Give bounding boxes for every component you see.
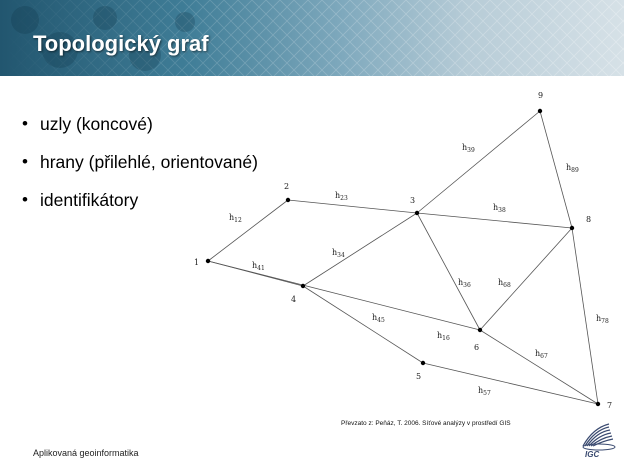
edge-label: h39 [462, 143, 475, 154]
edge-label: h38 [493, 203, 506, 214]
bullet-text: identifikátory [40, 190, 139, 210]
node-label: 5 [416, 372, 421, 381]
bullet-text: hrany (přilehlé, orientované) [40, 152, 258, 172]
slide-title: Topologický graf [33, 31, 209, 56]
graph-edge-h45 [302, 285, 424, 364]
edge-label: h36 [458, 278, 471, 289]
graph-node-9 [537, 108, 543, 114]
bullet-item: • hrany (přilehlé, orientované) [18, 150, 258, 188]
graph-node-7 [595, 401, 601, 407]
graph-node-1 [205, 258, 211, 264]
bullet-item: • identifikátory [18, 188, 258, 226]
header-decoration [0, 0, 624, 76]
graph-node-8 [569, 225, 575, 231]
node-label: 1 [194, 258, 199, 267]
graph-edge-h16 [207, 260, 481, 331]
graph-edge-h89 [539, 110, 573, 229]
node-label: 6 [474, 343, 479, 352]
graph-edge-h36 [416, 212, 481, 331]
bullet-icon: • [22, 114, 28, 133]
graph-edge-h78 [571, 227, 599, 405]
edge-label: h67 [535, 349, 548, 360]
logo-text: IGC [585, 450, 600, 459]
bullet-icon: • [22, 152, 28, 171]
edge-label: h89 [566, 163, 579, 174]
graph-edge-h67 [479, 329, 599, 405]
bullet-list: • uzly (koncové) • hrany (přilehlé, orient… [18, 112, 258, 226]
graph-node-5 [420, 360, 426, 366]
graph-edge-h38 [416, 212, 573, 229]
graph-edge-h68 [479, 227, 573, 331]
graph-node-6 [477, 327, 483, 333]
edge-label: h68 [498, 278, 511, 289]
edge-label: h57 [478, 386, 491, 397]
bullet-icon: • [22, 190, 28, 209]
edge-label: h41 [252, 261, 265, 272]
edge-label: h34 [332, 248, 345, 259]
graph-edge-h39 [416, 110, 541, 214]
topology-graph: h12 h23 h38 h39 h89 h41 h34 h45 h36 h68 h16 h67 h57 h… [194, 91, 612, 410]
graph-edge-h23 [287, 199, 418, 214]
edge-label: h12 [229, 213, 242, 224]
graph-edge-h57 [422, 362, 599, 405]
source-credit: Převzato z: Peňáz, T. 2006. Síťové analý… [341, 420, 511, 427]
igc-logo-icon [582, 423, 616, 451]
edge-label: h45 [372, 313, 385, 324]
footer-text: Aplikovaná geoinformatika [33, 448, 139, 458]
graph-edge-h34 [302, 212, 418, 287]
node-label: 4 [291, 295, 296, 304]
slide-header: Topologický graf [0, 0, 624, 76]
graph-node-4 [300, 283, 306, 289]
graph-node-2 [285, 197, 291, 203]
edge-label: h16 [437, 331, 450, 342]
node-label: 7 [607, 401, 612, 410]
graph-edge-h12 [207, 199, 289, 262]
edge-label: h78 [596, 314, 609, 325]
bullet-text: uzly (koncové) [40, 114, 153, 134]
edge-label: h23 [335, 191, 348, 202]
node-label: 3 [410, 196, 415, 205]
node-label: 9 [538, 91, 543, 100]
node-label: 8 [586, 215, 591, 224]
graph-node-3 [414, 210, 420, 216]
bullet-item: • uzly (koncové) [18, 112, 258, 150]
node-label: 2 [284, 182, 289, 191]
